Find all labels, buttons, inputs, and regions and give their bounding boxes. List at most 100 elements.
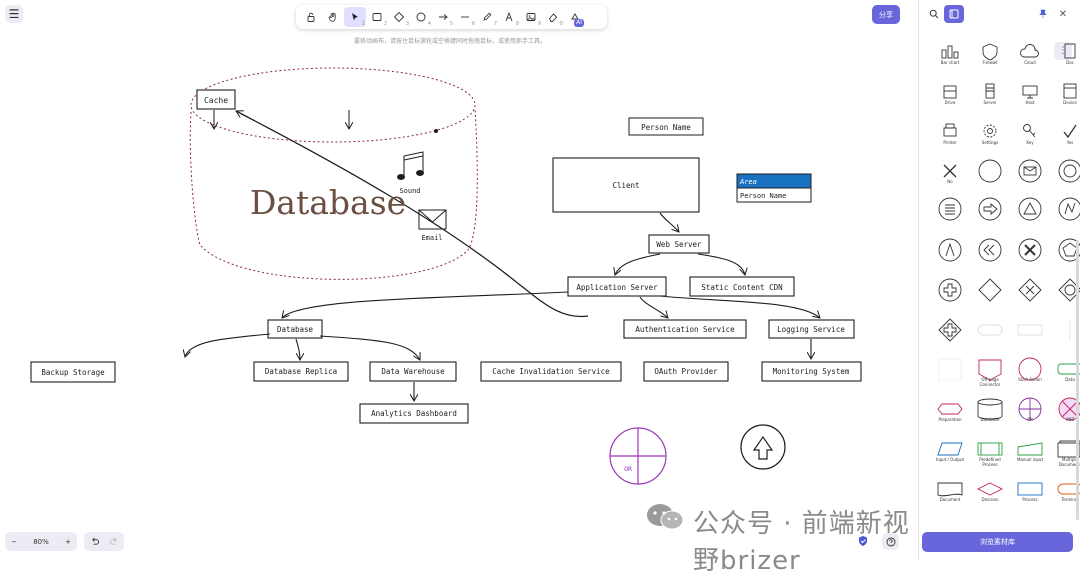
browse-library-button[interactable]: 浏览素材库 xyxy=(922,532,1073,552)
help-button[interactable] xyxy=(882,533,899,550)
library-item[interactable] xyxy=(1016,318,1044,346)
node-cache[interactable] xyxy=(196,89,236,110)
library-item[interactable]: Drive xyxy=(936,80,964,108)
app-to-db-arrow[interactable] xyxy=(282,291,569,318)
library-item[interactable]: Device xyxy=(1056,80,1080,108)
library-item[interactable] xyxy=(936,357,964,385)
library-item[interactable]: Key xyxy=(1016,120,1044,148)
library-item[interactable] xyxy=(1016,238,1044,266)
db-to-warehouse-arrow[interactable] xyxy=(319,335,420,360)
library-item[interactable]: Doc xyxy=(1056,40,1080,68)
share-button[interactable]: 分享 xyxy=(872,5,900,24)
tool-selection[interactable]: 1 xyxy=(344,7,366,27)
library-item[interactable] xyxy=(936,318,964,346)
tool-line[interactable]: 6 xyxy=(454,7,476,27)
redo-button[interactable] xyxy=(104,532,124,551)
node-monitoring[interactable] xyxy=(761,361,862,382)
library-item[interactable] xyxy=(1016,197,1044,225)
library-item[interactable] xyxy=(976,278,1004,306)
node-analytics[interactable] xyxy=(359,403,469,424)
person-name-cell[interactable] xyxy=(736,187,812,203)
library-item[interactable]: Printer xyxy=(936,120,964,148)
node-database[interactable] xyxy=(267,319,323,339)
library-item[interactable]: AND xyxy=(1056,397,1080,425)
library-item[interactable] xyxy=(1056,159,1080,187)
tool-diamond[interactable]: 3 xyxy=(388,7,410,27)
client-to-webserver-arrow[interactable] xyxy=(659,212,679,232)
close-sidebar-button[interactable]: ✕ xyxy=(1057,8,1069,20)
node-client[interactable] xyxy=(552,157,700,213)
library-item[interactable]: Start Action xyxy=(1016,357,1044,385)
library-item[interactable]: Host xyxy=(1016,80,1044,108)
web-to-cdn-arrow[interactable] xyxy=(697,253,745,275)
envelope-icon[interactable] xyxy=(418,209,447,230)
library-item[interactable] xyxy=(936,238,964,266)
node-cdn[interactable] xyxy=(689,276,795,297)
library-item[interactable]: Settings xyxy=(976,120,1004,148)
library-item[interactable]: Data xyxy=(1056,357,1080,385)
library-item[interactable] xyxy=(1016,278,1044,306)
tool-ellipse[interactable]: 4 xyxy=(410,7,432,27)
library-item[interactable]: Database xyxy=(976,397,1004,425)
db-to-replica-arrow[interactable] xyxy=(295,338,300,360)
zoom-out-button[interactable]: − xyxy=(11,537,17,546)
library-item[interactable]: Server xyxy=(976,80,1004,108)
library-item[interactable]: Predefined Process xyxy=(976,437,1004,467)
library-item[interactable]: Off-page Connector xyxy=(976,357,1004,387)
library-item[interactable]: Yes xyxy=(1056,120,1080,148)
search-button[interactable] xyxy=(928,8,940,20)
library-item[interactable] xyxy=(1056,197,1080,225)
library-item[interactable]: OR xyxy=(1016,397,1044,425)
library-item[interactable]: Document xyxy=(936,477,964,505)
library-item[interactable]: Preparation xyxy=(936,397,964,425)
web-to-app-arrow[interactable] xyxy=(615,253,661,275)
node-web-server[interactable] xyxy=(648,234,710,254)
library-item[interactable] xyxy=(1016,159,1044,187)
tool-more[interactable]: AI xyxy=(564,7,586,27)
app-to-logging-arrow[interactable] xyxy=(659,295,820,318)
app-to-auth-arrow[interactable] xyxy=(639,296,668,318)
library-item[interactable] xyxy=(976,159,1004,187)
music-note-icon[interactable] xyxy=(397,151,424,180)
tool-draw[interactable]: 7 xyxy=(476,7,498,27)
library-tab[interactable] xyxy=(944,5,964,23)
library-item[interactable]: Decision xyxy=(976,477,1004,505)
library-item[interactable] xyxy=(936,197,964,225)
database-cylinder[interactable] xyxy=(189,67,478,280)
main-menu-button[interactable]: ☰ xyxy=(5,5,23,23)
library-item[interactable]: Manual input xyxy=(1016,437,1044,465)
db-to-backup-arrow[interactable] xyxy=(185,333,271,357)
node-auth[interactable] xyxy=(623,319,747,339)
library-item[interactable] xyxy=(976,197,1004,225)
drawing-canvas[interactable]: ☰ 1 2 3 4 5 6 xyxy=(0,0,918,576)
node-cache-invalidation[interactable] xyxy=(480,361,622,382)
undo-button[interactable] xyxy=(84,532,104,551)
tool-lock[interactable] xyxy=(300,7,322,27)
library-item[interactable]: Cloud xyxy=(1016,40,1044,68)
or-shape[interactable] xyxy=(609,427,667,485)
tool-arrow[interactable]: 5 xyxy=(432,7,454,27)
tool-rectangle[interactable]: 2 xyxy=(366,7,388,27)
tool-image[interactable]: 9 xyxy=(520,7,542,27)
tool-hand[interactable] xyxy=(322,7,344,27)
node-warehouse[interactable] xyxy=(369,361,457,382)
node-oauth[interactable] xyxy=(643,361,729,382)
library-item[interactable]: Firewall xyxy=(976,40,1004,68)
node-app-server[interactable] xyxy=(567,276,667,297)
node-backup[interactable] xyxy=(30,361,116,383)
pin-button[interactable] xyxy=(1037,8,1049,20)
library-item[interactable] xyxy=(976,238,1004,266)
library-item[interactable]: Multiple Documents xyxy=(1056,437,1080,467)
zoom-in-button[interactable]: + xyxy=(65,537,71,546)
library-item[interactable]: Bar chart xyxy=(936,40,964,68)
library-item[interactable]: Process xyxy=(1016,477,1044,505)
library-item[interactable] xyxy=(1056,238,1080,266)
node-replica[interactable] xyxy=(253,361,349,382)
library-more-button[interactable]: ⋮ xyxy=(1054,42,1072,60)
library-item[interactable] xyxy=(936,278,964,306)
node-logging[interactable] xyxy=(768,319,855,339)
node-person-name[interactable] xyxy=(628,117,704,136)
library-item[interactable]: No xyxy=(936,159,964,187)
sidebar-scrollbar[interactable] xyxy=(1076,240,1079,520)
tool-eraser[interactable]: 0 xyxy=(542,7,564,27)
